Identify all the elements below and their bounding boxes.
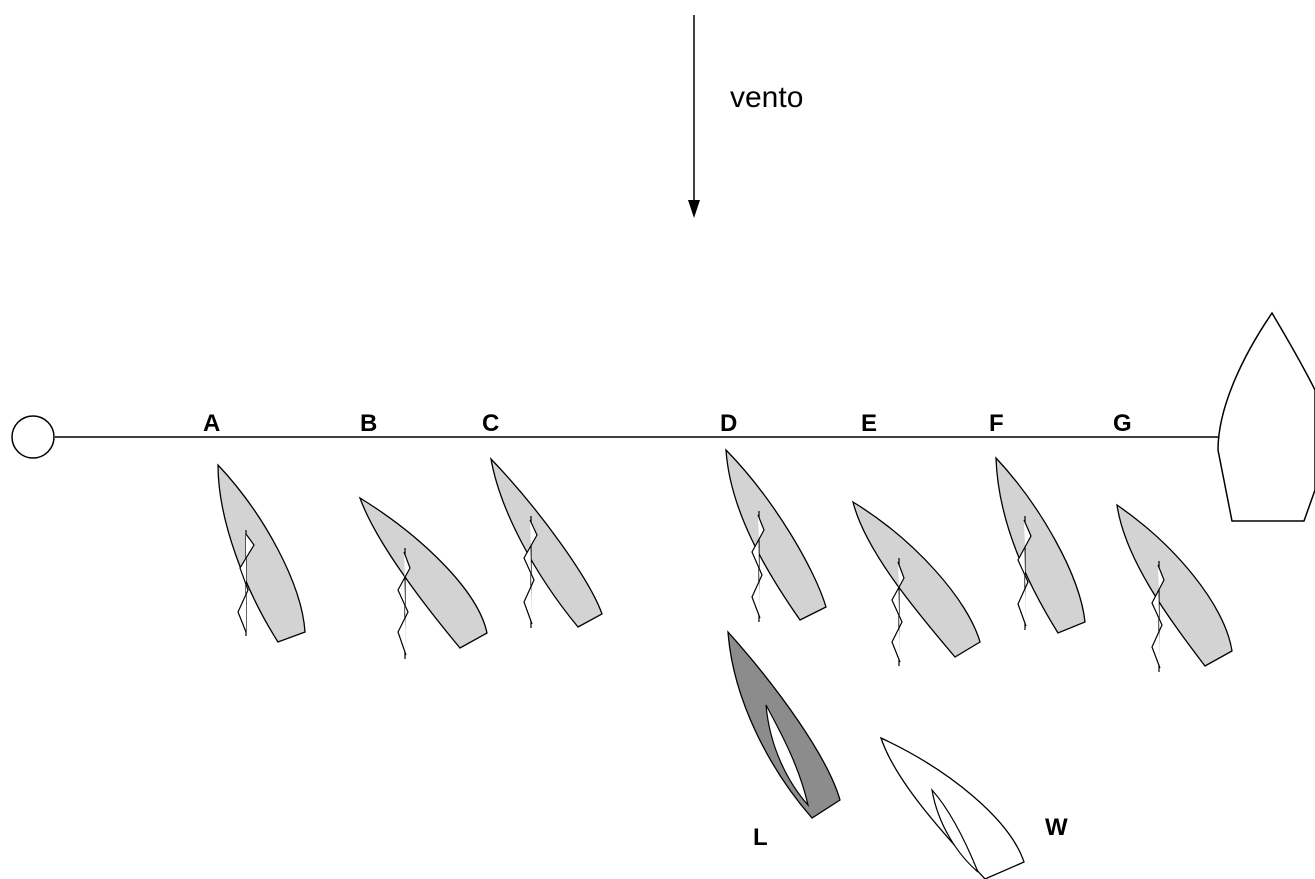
boat-d-hull	[725, 448, 827, 621]
boat-c-flag	[523, 519, 538, 625]
boat-f	[995, 456, 1086, 634]
label-D: D	[720, 410, 737, 437]
label-B: B	[360, 410, 377, 437]
boat-l	[727, 630, 841, 819]
boat-b-flag	[397, 551, 411, 656]
label-A: A	[203, 410, 220, 437]
boat-w-hull	[879, 736, 1025, 879]
boat-l-hull	[727, 630, 841, 819]
pin-buoy	[11, 415, 55, 459]
label-G: G	[1113, 410, 1132, 437]
boat-l-sail	[765, 704, 810, 808]
boat-w	[879, 736, 1025, 879]
boat-d-flag	[751, 514, 765, 619]
boat-e	[851, 500, 981, 666]
label-E: E	[861, 410, 877, 437]
wind-label: vento	[730, 81, 803, 114]
boat-e-flag	[891, 561, 905, 663]
committee-boat	[1217, 311, 1315, 522]
boat-e-hull	[851, 500, 981, 658]
boat-c	[489, 457, 603, 628]
boat-w-sail	[931, 788, 979, 873]
boat-d	[725, 448, 827, 622]
boat-c-hull	[489, 457, 603, 628]
boat-b-hull	[358, 496, 488, 649]
boat-g	[1116, 503, 1233, 672]
label-L: L	[753, 824, 768, 851]
boat-a-flag	[237, 533, 255, 633]
boat-a-hull	[217, 463, 306, 643]
label-W: W	[1045, 814, 1068, 841]
label-F: F	[989, 410, 1004, 437]
wind-arrow	[688, 15, 700, 218]
boat-f-hull	[995, 456, 1086, 634]
boat-g-hull	[1116, 503, 1233, 667]
boat-g-flag	[1151, 564, 1165, 669]
label-C: C	[482, 410, 499, 437]
boat-b	[358, 496, 488, 659]
boat-a	[217, 463, 306, 643]
boat-f-flag	[1017, 519, 1032, 627]
